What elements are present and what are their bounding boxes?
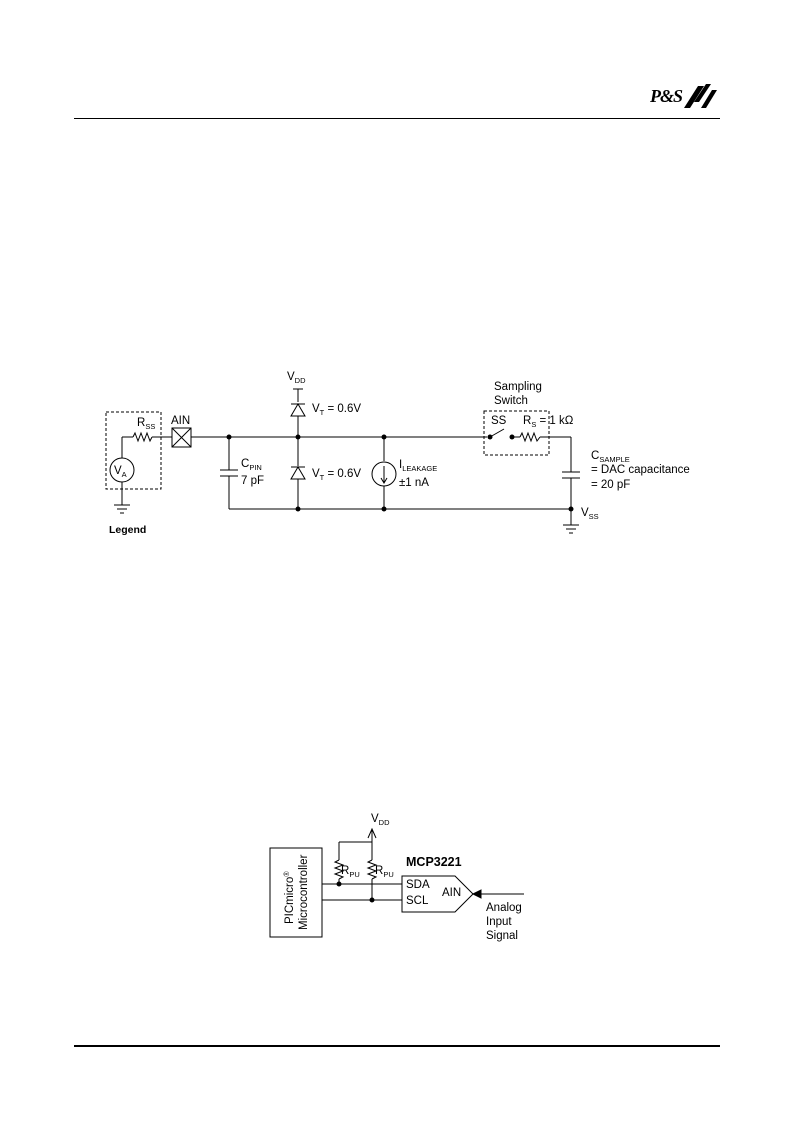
header-rule (74, 118, 720, 119)
mcu-line2: Microcontroller (298, 854, 310, 930)
junction-dot (369, 897, 375, 903)
application-labels: VDD PICmicro® Microcontroller RPU RPU MC… (282, 813, 522, 942)
rpu1-label: RPU (341, 865, 360, 879)
footer-rule (74, 1045, 720, 1047)
junction-dot (336, 881, 342, 887)
logo-text: P&S (650, 86, 683, 106)
analog-input-model-diagram (105, 388, 580, 534)
signal-line1: Analog (486, 902, 522, 914)
vss-label: VSS (581, 507, 599, 521)
input-arrow-icon (471, 889, 482, 899)
vt-bottom-label: VT = 0.6V (312, 468, 361, 482)
ground-icon (563, 524, 579, 534)
va-label: VA (114, 465, 127, 479)
junction-dot (381, 506, 387, 512)
logo-stripes-icon (684, 84, 717, 108)
csample-line2: = DAC capacitance (591, 464, 690, 476)
ain-pin-icon (171, 427, 192, 448)
csample-line3: = 20 pF (591, 479, 630, 491)
signal-line3: Signal (486, 930, 518, 942)
cpin-label: CPIN (241, 458, 262, 472)
junction-dots (226, 434, 574, 512)
rpu2-resistor (366, 859, 378, 880)
scl-label: SCL (406, 895, 429, 907)
diode-top-icon (290, 403, 306, 417)
csample-label: CSAMPLE (591, 450, 630, 464)
company-logo: P&S (650, 80, 720, 112)
vt-top-label: VT = 0.6V (312, 403, 361, 417)
circuit-labels: VDD VT = 0.6V VT = 0.6V Sampling Switch … (109, 371, 690, 536)
mcu-box (269, 847, 323, 938)
junction-dot (381, 434, 387, 440)
vdd-arrow-icon (367, 827, 377, 839)
sampling-switch-box (483, 410, 550, 456)
ain-label: AIN (171, 415, 190, 427)
app-vdd-label: VDD (371, 813, 390, 827)
ss-label: SS (491, 415, 507, 427)
junction-dot (568, 506, 574, 512)
sampling-label: Sampling (494, 381, 542, 393)
junction-dot (226, 434, 232, 440)
rpu2-label: RPU (375, 865, 394, 879)
switch-contact (509, 434, 515, 440)
sda-label: SDA (406, 879, 430, 891)
chip-name: MCP3221 (406, 855, 462, 869)
rs-label: RS = 1 kΩ (523, 415, 574, 429)
chip-ain-label: AIN (442, 887, 461, 899)
rss-resistor (132, 431, 153, 443)
switch-contact (487, 434, 493, 440)
junction-dot (295, 434, 301, 440)
ground-icon (114, 504, 130, 514)
ss-switch-blade (489, 428, 505, 438)
junction-dot (295, 506, 301, 512)
mcu-name: PICmicro® (282, 871, 296, 924)
rpu1-resistor (333, 859, 345, 880)
rss-label: RSS (137, 417, 155, 431)
mcp3221-chip-outline (401, 875, 474, 913)
rs-resistor (519, 431, 541, 443)
switch-label: Switch (494, 395, 528, 407)
ileakage-value: ±1 nA (399, 477, 429, 489)
diode-bottom-icon (290, 466, 306, 480)
cpin-value: 7 pF (241, 475, 264, 487)
application-diagram (269, 827, 524, 938)
signal-line2: Input (486, 916, 512, 928)
current-arrow-head (380, 477, 388, 484)
legend-box (105, 411, 162, 490)
legend-label: Legend (109, 524, 146, 536)
ileakage-label: ILEAKAGE (399, 459, 437, 473)
vdd-label: VDD (287, 371, 306, 385)
